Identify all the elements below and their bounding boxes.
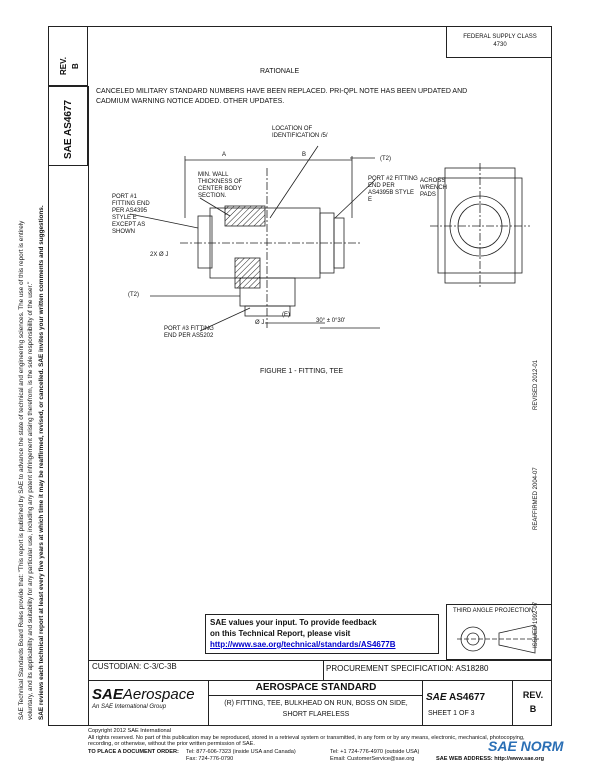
notice-line-3: SAE reviews each technical report at lea… xyxy=(38,205,45,720)
divider-title-block xyxy=(88,680,552,681)
dim-b: B xyxy=(302,152,307,158)
label-location-id: LOCATION OF IDENTIFICATION /5/ xyxy=(272,126,328,139)
footer-copyright: Copyright 2012 SAE International xyxy=(88,728,172,734)
label-min-wall: MIN. WALL THICKNESS OF CENTER BODY SECTI… xyxy=(198,172,243,199)
footer-fax: Fax: 724-776-0790 xyxy=(186,756,234,762)
title-rev-value: B xyxy=(529,704,537,714)
sae-mark: SAE xyxy=(63,138,74,159)
footer-tel-2: Tel: +1 724-776-4970 (outside USA) xyxy=(330,749,420,755)
dim-2x-j: 2X Ø J xyxy=(150,252,169,258)
footer-web: SAE WEB ADDRESS: http://www.sae.org xyxy=(436,756,545,762)
dim-t2-left: (T2) xyxy=(128,292,139,298)
footer-rights-2: recording, or otherwise, without the pri… xyxy=(88,741,255,748)
rationale-text-1: CANCELED MILITARY STANDARD NUMBERS HAVE … xyxy=(96,88,468,95)
fitting-tee-drawing xyxy=(129,145,530,332)
footer-email: Email: CustomerService@sae.org xyxy=(330,756,415,762)
rev-box: REV. B xyxy=(48,26,88,86)
divider-logo xyxy=(208,680,209,726)
title-rev-label: REV. xyxy=(522,690,544,700)
third-angle-box: THIRD ANGLE PROJECTION xyxy=(446,604,552,660)
federal-supply-box: FEDERAL SUPPLY CLASS 4730 xyxy=(446,26,552,58)
notice-line-2: voluntary, and its applicability and sui… xyxy=(27,281,34,720)
feedback-line-2: on this Technical Report, please visit xyxy=(210,629,351,638)
footer-rights: All rights reserved. No part of this pub… xyxy=(88,734,525,741)
title-doc-number: AS4677 xyxy=(448,692,486,703)
label-across-wrench: ACROSS WRENCH PADS xyxy=(420,178,447,198)
sae-small-mark: SAE xyxy=(426,692,447,703)
sae-aerospace-logo: SAEAerospace An SAE International Group xyxy=(92,686,195,711)
rationale-title: RATIONALE xyxy=(260,68,300,75)
dim-j: Ø J xyxy=(255,320,265,326)
label-port-3: PORT #3 FITTING END PER AS5202 xyxy=(164,326,214,339)
aerospace-standard-title: AEROSPACE STANDARD xyxy=(255,682,377,693)
dim-angle: 30° ± 0°30' xyxy=(316,318,346,324)
procurement-spec: PROCUREMENT SPECIFICATION: AS18280 xyxy=(326,664,489,673)
label-port-2: PORT #2 FITTING END PER AS4395B STYLE E xyxy=(368,176,418,203)
revised-date: REVISED 2012-01 xyxy=(533,359,539,410)
feedback-link[interactable]: http://www.sae.org/technical/standards/A… xyxy=(210,640,396,649)
dim-a: A xyxy=(222,152,227,158)
footer-tel-1: Tel: 877-606-7323 (inside USA and Canada… xyxy=(186,749,296,755)
logo-aerospace: Aerospace xyxy=(122,686,195,703)
sheet-number: SHEET 1 OF 3 xyxy=(428,710,475,717)
divider-rev xyxy=(512,680,513,726)
description-line-1: (R) FITTING, TEE, BULKHEAD ON RUN, BOSS … xyxy=(224,700,408,707)
doc-number: AS4677 xyxy=(63,99,74,137)
logo-subtitle: An SAE International Group xyxy=(92,704,167,710)
divider-standard xyxy=(208,695,422,696)
label-port-1: PORT #1 FITTING END PER AS4395 STYLE E E… xyxy=(112,194,150,235)
projection-symbol-icon xyxy=(457,624,541,654)
feedback-line-1: SAE values your input. To provide feedba… xyxy=(210,618,377,627)
fed-supply-number: 4730 xyxy=(493,42,507,48)
divider-number xyxy=(422,680,423,726)
third-angle-label: THIRD ANGLE PROJECTION xyxy=(453,608,534,614)
custodian: CUSTODIAN: C-3/C-3B xyxy=(92,662,177,671)
divider-custodian xyxy=(88,660,552,661)
dim-e: (E) xyxy=(282,312,290,318)
rev-value: B xyxy=(71,63,80,69)
reaffirmed-date: REAFFIRMED 2004-07 xyxy=(533,467,539,530)
figure-caption: FIGURE 1 - FITTING, TEE xyxy=(260,368,344,375)
rev-label: REV. xyxy=(59,57,68,75)
description-line-2: SHORT FLARELESS xyxy=(282,711,350,718)
sae-norm-watermark: SAE NORM xyxy=(488,738,564,754)
divider-procurement xyxy=(323,660,324,680)
rationale-text-2: CADMIUM WARNING NOTICE ADDED. OTHER UPDA… xyxy=(96,98,285,105)
notice-line-1: SAE Technical Standards Board Rules prov… xyxy=(18,220,25,720)
left-inner-border xyxy=(88,86,89,726)
logo-sae: SAE xyxy=(92,686,123,703)
drawing-sheet-frame xyxy=(48,26,552,726)
doc-number-box: SAE AS4677 xyxy=(48,86,88,166)
footer-order-label: TO PLACE A DOCUMENT ORDER: xyxy=(88,749,179,755)
footer-block: Copyright 2012 SAE International All rig… xyxy=(88,728,548,748)
feedback-box: SAE values your input. To provide feedba… xyxy=(205,614,439,654)
title-number: SAE AS4677 xyxy=(426,692,485,703)
dim-t2-top: (T2) xyxy=(380,156,391,162)
doc-number-vertical: SAE AS4677 xyxy=(63,100,74,159)
fed-supply-label: FEDERAL SUPPLY CLASS xyxy=(463,34,537,40)
